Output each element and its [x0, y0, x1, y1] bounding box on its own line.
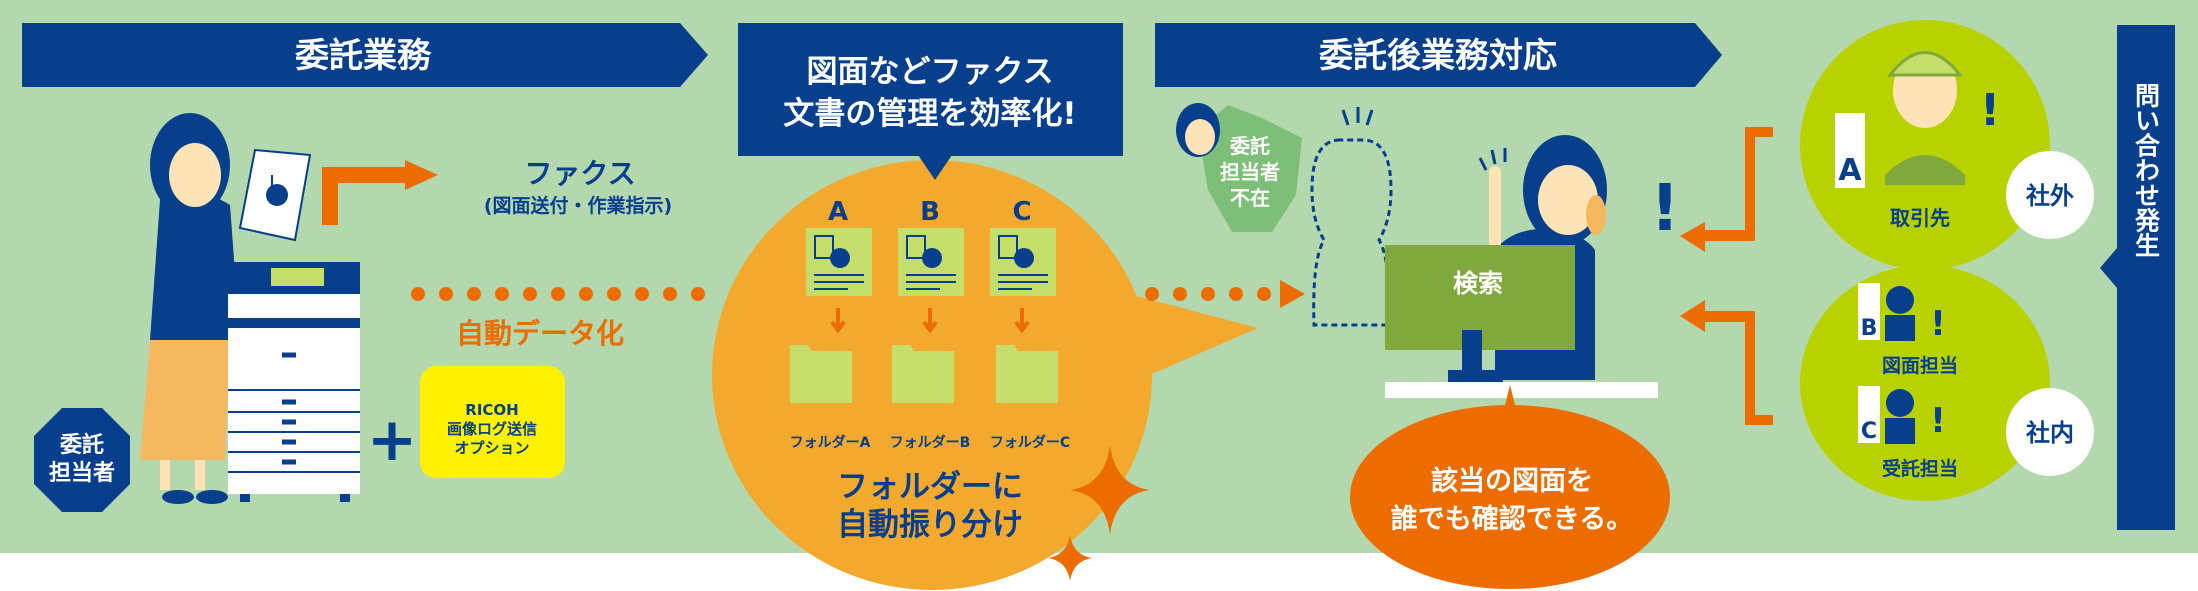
absent-line2: 担当者	[1220, 160, 1280, 184]
inquiry-label: 問い合わせ発生	[2132, 83, 2162, 258]
doc-letter: C	[1012, 197, 1031, 227]
result-line1: 該当の図面を	[1431, 465, 1593, 497]
exclamation-icon: !	[1650, 172, 1679, 246]
inquiry-arrows	[1680, 127, 1773, 425]
drawing-letter: B	[1861, 316, 1878, 341]
doc-letter: A	[828, 197, 848, 227]
doc-letter: B	[920, 197, 940, 227]
absent-line1: 委託	[1229, 134, 1270, 158]
folder-icon	[790, 345, 852, 403]
alert-lines-icon	[1341, 107, 1374, 126]
drawing-label: 図面担当	[1882, 354, 1958, 377]
external-group: A ! 取引先 社外	[1800, 20, 2094, 270]
callout-line2: 文書の管理を効率化!	[783, 96, 1076, 132]
contract-letter: C	[1861, 419, 1877, 444]
inquiry-bar: 問い合わせ発生	[2100, 25, 2175, 530]
exclamation-icon: !	[1930, 401, 1946, 441]
internal-label: 社内	[2026, 419, 2074, 447]
auto-data-label: 自動データ化	[456, 317, 624, 350]
folder-icon	[892, 345, 954, 403]
fax-arrow-icon	[322, 167, 408, 225]
badge-line1: 委託	[60, 432, 104, 458]
exclamation-icon: !	[1930, 304, 1946, 344]
outsourced-staff-illustration	[140, 113, 312, 504]
internal-group: B ! 図面担当 C ! 受託担当 社内	[1800, 265, 2094, 501]
sort-line1: フォルダーに	[837, 469, 1023, 505]
monitor-label: 検索	[1453, 269, 1503, 298]
ricoh-option-box: RICOH 画像ログ送信 オプション	[420, 366, 565, 478]
staff-badge: 委託 担当者	[34, 408, 130, 512]
callout-efficiency: 図面などファクス 文書の管理を効率化!	[738, 23, 1123, 180]
option-line1: RICOH	[465, 401, 518, 419]
option-line2: 画像ログ送信	[447, 420, 537, 438]
sparkle-icon	[1070, 445, 1150, 535]
multifunction-printer	[228, 262, 360, 502]
banner-label: 委託後業務対応	[1319, 36, 1557, 76]
banner-post-outsourcing: 委託後業務対応	[1155, 23, 1722, 87]
document-a: A フォルダーA	[790, 197, 872, 451]
folder-icon	[996, 345, 1058, 403]
dotted-flow-right	[1145, 280, 1305, 308]
badge-line2: 担当者	[49, 461, 115, 486]
option-line3: オプション	[454, 439, 529, 457]
absent-staff-badge: 委託 担当者 不在	[1176, 103, 1302, 232]
banner-label: 委託業務	[295, 36, 432, 76]
arrow-down-icon	[1014, 308, 1030, 334]
client-label: 取引先	[1890, 206, 1950, 230]
folder-label: フォルダーC	[990, 434, 1070, 451]
result-line2: 誰でも確認できる。	[1391, 503, 1633, 535]
external-label: 社外	[2026, 182, 2074, 210]
folder-label: フォルダーA	[790, 434, 871, 451]
absent-silhouette	[1310, 138, 1393, 327]
exclamation-icon: !	[1980, 85, 2000, 136]
fax-title: ファクス	[524, 157, 635, 190]
document-b: B フォルダーB	[890, 197, 971, 451]
sparkle-icon	[1048, 535, 1092, 581]
fax-subtitle: (図面送付・作業指示)	[484, 194, 672, 217]
sort-line2: 自動振り分け	[837, 507, 1023, 543]
arrow-down-icon	[922, 308, 938, 334]
folder-label: フォルダーB	[890, 434, 971, 451]
dotted-flow-left	[411, 287, 705, 301]
document-c: C フォルダーC	[990, 197, 1070, 451]
search-monitor: 検索	[1385, 245, 1658, 398]
arrow-down-icon	[830, 308, 846, 334]
client-letter: A	[1838, 153, 1862, 188]
plus-icon: +	[367, 405, 417, 475]
callout-line1: 図面などファクス	[806, 54, 1053, 90]
banner-outsourced-work: 委託業務	[22, 23, 708, 87]
result-bubble: 該当の図面を 誰でも確認できる。	[1350, 385, 1670, 589]
contract-label: 受託担当	[1882, 457, 1958, 480]
absent-line3: 不在	[1230, 186, 1270, 210]
